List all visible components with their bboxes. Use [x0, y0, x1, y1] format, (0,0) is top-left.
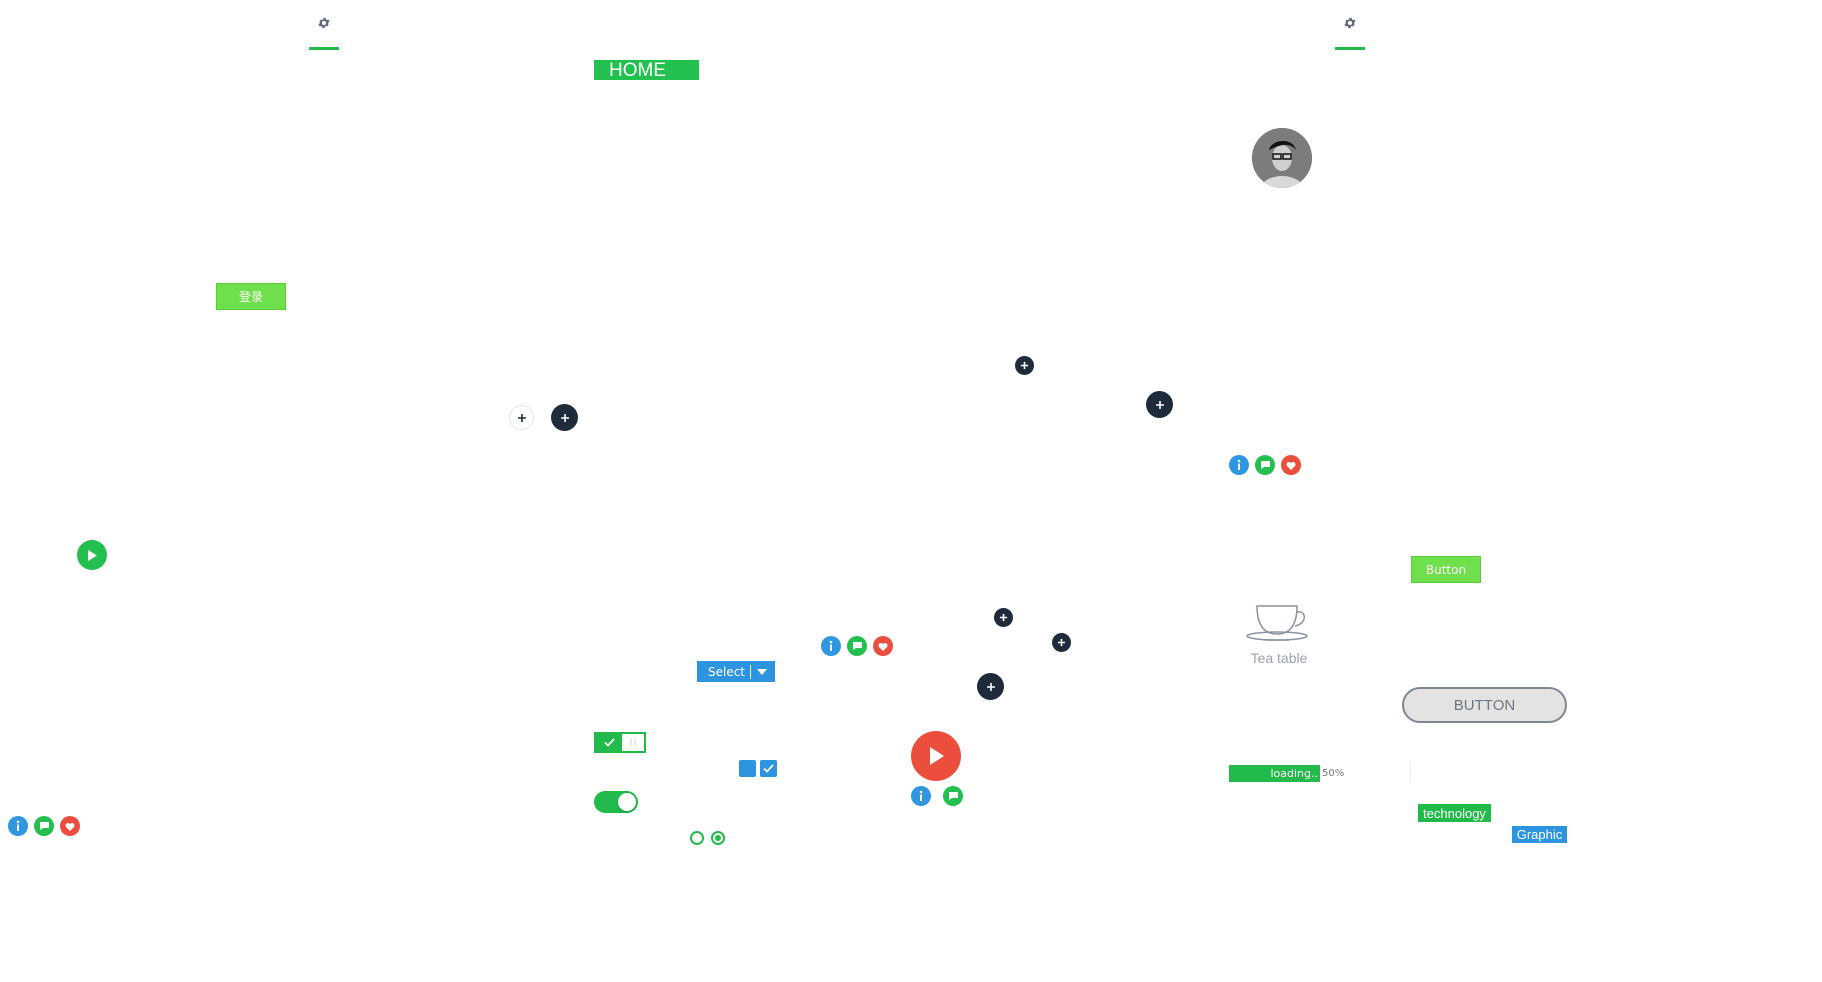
social-icon-group	[8, 816, 80, 836]
avatar-portrait	[1252, 128, 1312, 188]
toggle-switch[interactable]	[594, 791, 638, 813]
primary-button[interactable]: Button	[1411, 556, 1481, 583]
social-icon-group	[821, 636, 893, 656]
social-icon-group	[1229, 455, 1301, 475]
toggle-knob	[618, 793, 636, 811]
heart-icon[interactable]	[1281, 455, 1301, 475]
check-icon	[763, 764, 774, 773]
chat-icon[interactable]	[943, 786, 963, 806]
caret-down-icon	[757, 668, 767, 675]
play-button[interactable]	[77, 540, 107, 570]
toggle-switch[interactable]	[594, 732, 646, 753]
info-icon[interactable]	[1229, 455, 1249, 475]
gear-icon	[318, 17, 330, 29]
divider	[1410, 763, 1411, 781]
checkbox[interactable]	[739, 760, 756, 777]
settings-tab-left[interactable]	[309, 0, 339, 50]
toggle-on-segment	[596, 734, 622, 751]
info-icon[interactable]	[821, 636, 841, 656]
add-button[interactable]	[994, 608, 1013, 627]
info-icon[interactable]	[8, 816, 28, 836]
play-icon	[88, 549, 97, 561]
plus-icon	[560, 413, 569, 422]
add-button[interactable]	[1052, 633, 1071, 652]
select-separator	[750, 664, 751, 679]
active-tab-indicator	[309, 47, 339, 50]
chat-icon[interactable]	[34, 816, 54, 836]
toggle-knob	[622, 734, 644, 751]
outline-button[interactable]: BUTTON	[1402, 687, 1567, 723]
home-nav-link[interactable]: HOME	[594, 60, 699, 81]
avatar[interactable]	[1252, 128, 1312, 188]
progress-percent: 50%	[1322, 768, 1345, 779]
info-icon[interactable]	[911, 786, 931, 806]
tea-cup-icon	[1245, 602, 1313, 644]
tea-table-label: Tea table	[1250, 650, 1308, 666]
add-button[interactable]	[509, 405, 534, 430]
plus-icon	[1155, 400, 1164, 409]
chat-icon[interactable]	[847, 636, 867, 656]
select-dropdown[interactable]: Select	[697, 661, 775, 682]
plus-icon	[1057, 638, 1066, 647]
plus-icon	[1020, 361, 1029, 370]
select-label: Select	[707, 664, 746, 679]
play-icon	[930, 747, 944, 765]
graphic-tag[interactable]: Graphic	[1512, 826, 1567, 843]
add-button[interactable]	[1015, 356, 1034, 375]
technology-tag[interactable]: technology	[1418, 804, 1491, 822]
radio-button-checked[interactable]	[711, 831, 725, 845]
chat-icon[interactable]	[1255, 455, 1275, 475]
progress-label: loading..	[1270, 767, 1318, 780]
add-button[interactable]	[551, 404, 578, 431]
login-button[interactable]: 登录	[216, 283, 286, 310]
heart-icon[interactable]	[873, 636, 893, 656]
plus-icon	[986, 682, 995, 691]
checkbox-checked[interactable]	[760, 760, 777, 777]
social-icon-group	[911, 786, 963, 806]
check-icon	[603, 738, 615, 747]
radio-dot	[715, 835, 721, 841]
play-button[interactable]	[911, 731, 961, 781]
radio-button[interactable]	[690, 831, 704, 845]
progress-bar: loading..	[1229, 765, 1320, 782]
pause-lines-icon	[630, 739, 636, 746]
active-tab-indicator	[1335, 47, 1365, 50]
settings-tab-right[interactable]	[1335, 0, 1365, 50]
add-button[interactable]	[1146, 391, 1173, 418]
plus-icon	[999, 613, 1008, 622]
plus-icon	[517, 413, 526, 422]
add-button[interactable]	[977, 673, 1004, 700]
gear-icon	[1344, 17, 1356, 29]
heart-icon[interactable]	[60, 816, 80, 836]
